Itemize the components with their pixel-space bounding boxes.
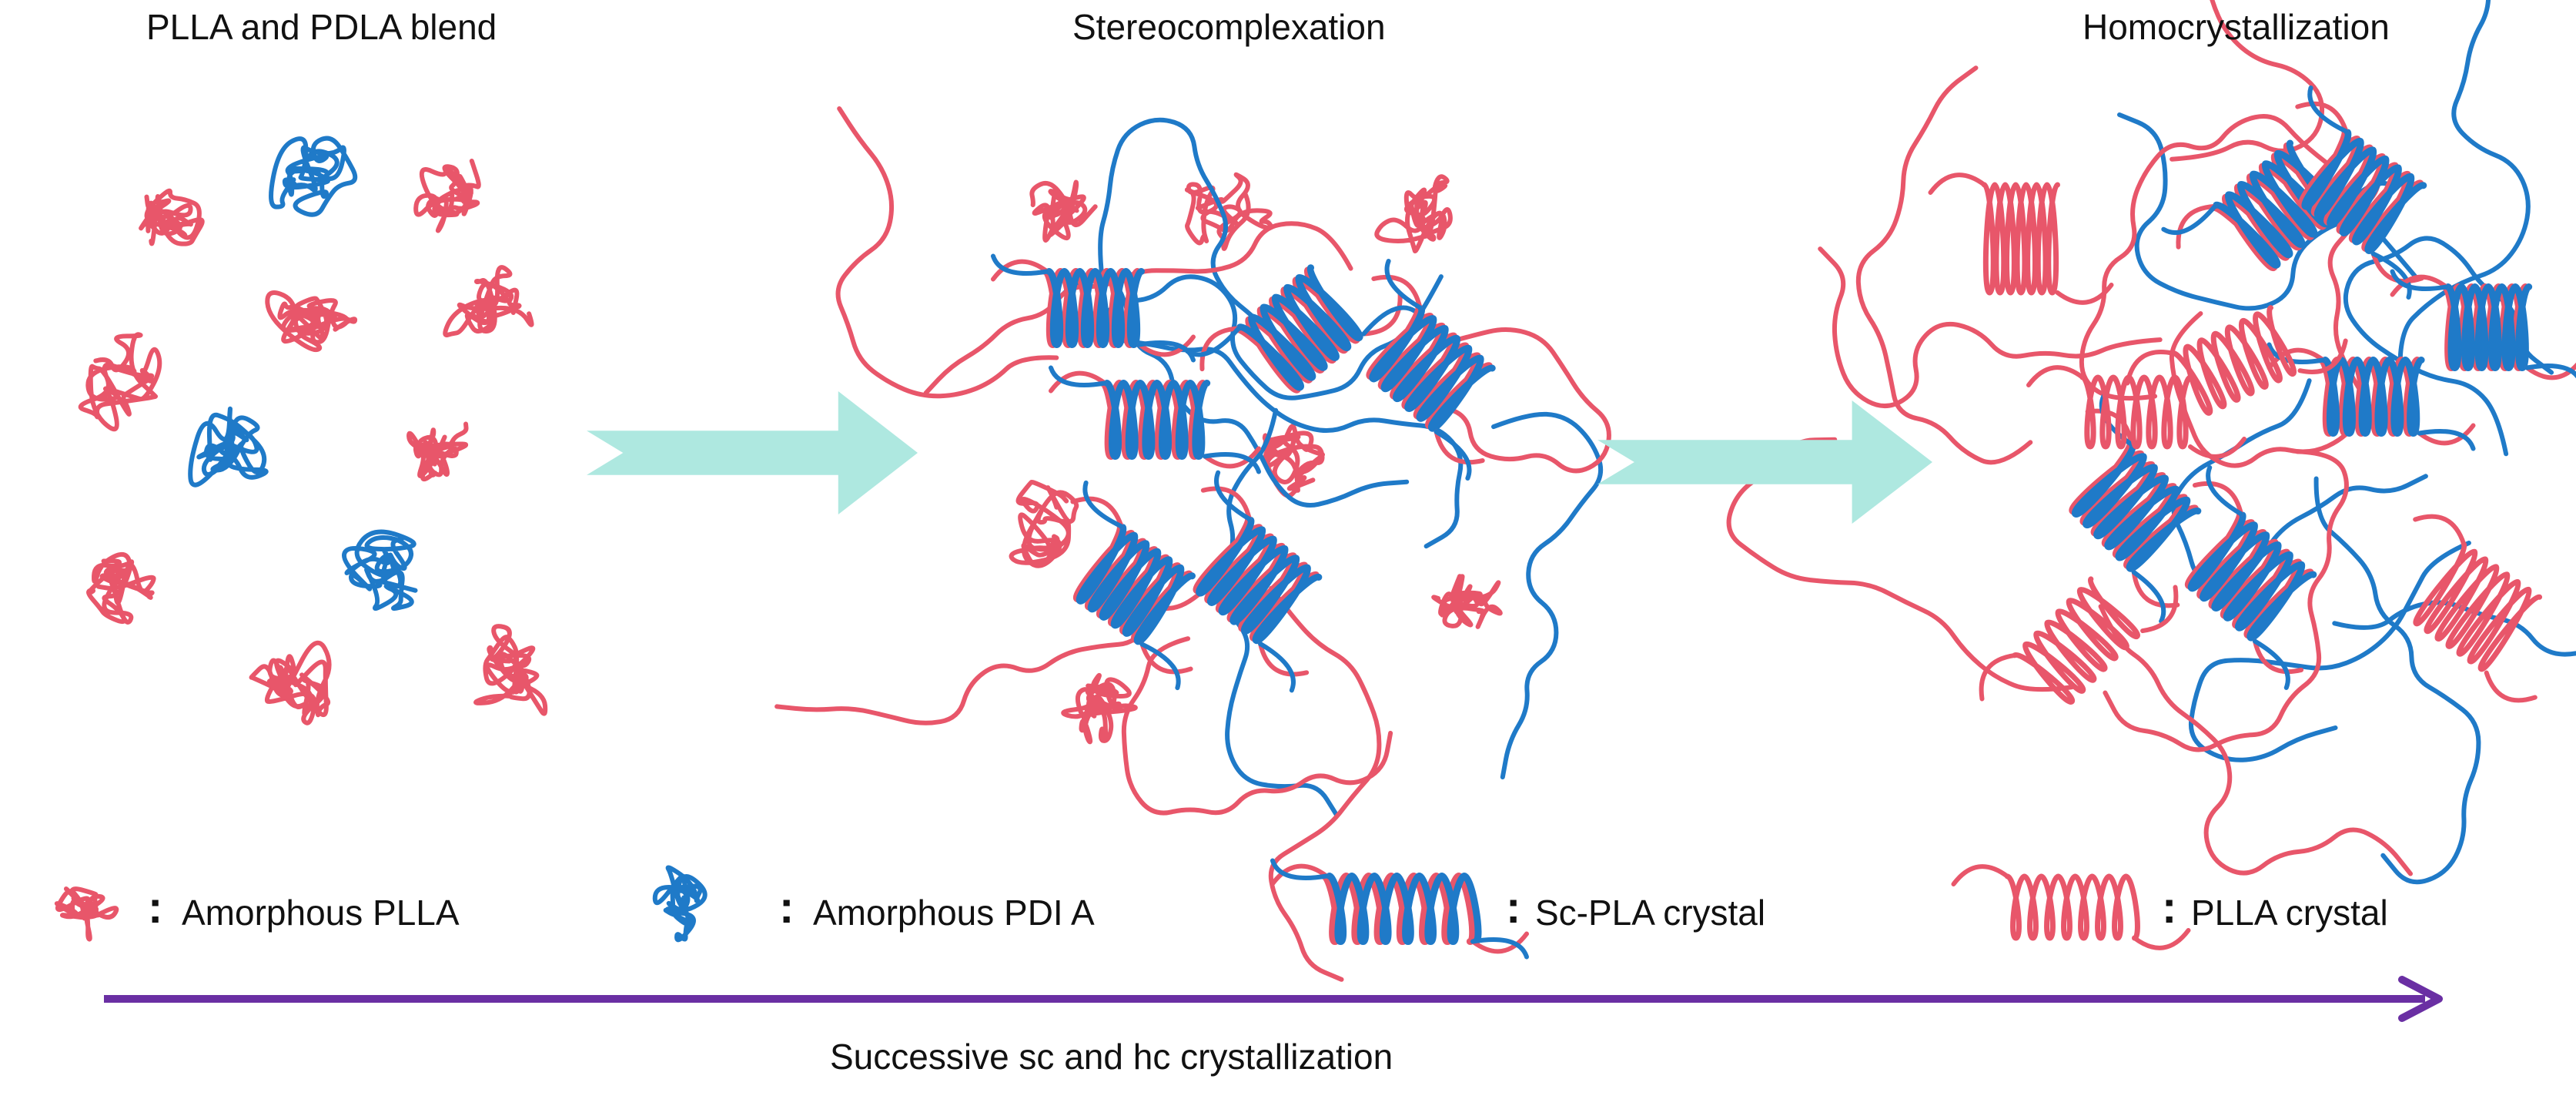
pdla-chain <box>1491 411 1604 779</box>
pdla-chain <box>1098 117 1294 380</box>
amorphous-plla-coil <box>86 551 156 625</box>
amorphous-plla-coil <box>413 159 481 233</box>
panel-stereocomplex-drawing <box>774 106 1611 982</box>
plla-chain <box>1397 327 1611 474</box>
pdla-chain <box>1089 274 1444 400</box>
amorphous-pdla-coil <box>341 529 418 611</box>
plla-chain <box>1268 585 1382 982</box>
sc-pla-crystal <box>1185 264 1417 394</box>
amorphous-plla-coil <box>1061 672 1138 745</box>
amorphous-plla-coil-icon <box>54 886 119 942</box>
amorphous-plla-coil <box>1374 174 1453 253</box>
pdla-chain <box>2188 541 2471 762</box>
plla-chain <box>1855 65 2033 465</box>
amorphous-plla-coil <box>473 624 548 716</box>
plla-crystal <box>2125 305 2348 416</box>
pdla-chain <box>2313 476 2481 885</box>
amorphous-plla-coil <box>1184 172 1273 251</box>
pdla-chain <box>2397 0 2531 375</box>
legend-colon: : <box>1506 883 1521 933</box>
stage-arrow-2 <box>1597 400 1932 524</box>
plla-crystal <box>1928 173 2114 305</box>
pdla-chain <box>1221 407 1340 818</box>
amorphous-plla-coil <box>406 421 469 482</box>
amorphous-plla-coil <box>1009 479 1079 568</box>
plla-chain <box>1818 246 2163 409</box>
amorphous-plla-coil <box>1029 179 1098 243</box>
panel-title-homocrystallization: Homocrystallization <box>2083 7 2390 47</box>
amorphous-pdla-coil <box>188 406 269 488</box>
amorphous-plla-coil <box>1431 574 1503 629</box>
plla-crystal <box>1979 576 2179 705</box>
legend-icons <box>54 858 2191 960</box>
amorphous-plla-coil <box>1262 424 1325 498</box>
legend-colon: : <box>779 883 795 933</box>
sc-pla-crystal <box>1070 480 1196 691</box>
amorphous-plla-coil <box>78 332 162 432</box>
amorphous-pdla-coil <box>269 136 358 217</box>
amorphous-plla-coil <box>443 265 534 338</box>
legend-label-sc-pla-crystal: Sc-PLA crystal <box>1535 893 1766 933</box>
sc-pla-crystal <box>991 253 1196 363</box>
legend-label-amorphous-pdla: Amorphous PDI A <box>813 893 1095 933</box>
plla-crystal <box>2026 365 2246 459</box>
amorphous-pdla-coil-icon <box>652 865 708 943</box>
sc-pla-crystal <box>1049 365 1261 474</box>
legend-label-plla-crystal: PLLA crystal <box>2191 893 2388 933</box>
legend-colon: : <box>2162 883 2177 933</box>
sc-pla-crystal <box>2295 85 2427 300</box>
amorphous-plla-coil <box>265 290 358 353</box>
plla-chain <box>835 106 1059 399</box>
sc-pla-crystal-icon <box>1270 858 1529 960</box>
sc-pla-crystal <box>2390 269 2576 380</box>
panel-blend-drawing <box>78 136 548 725</box>
panel-title-stereocomplexation: Stereocomplexation <box>1072 7 1386 47</box>
sc-pla-crystal <box>2185 465 2317 690</box>
legend-label-amorphous-plla: Amorphous PLLA <box>182 893 460 933</box>
panel-homocrystal-drawing <box>1726 0 2576 885</box>
legend-colon: : <box>148 883 163 933</box>
plla-chain <box>2103 449 2349 752</box>
amorphous-plla-coil <box>139 188 205 246</box>
plla-crystal-icon <box>1951 864 2191 950</box>
plla-chain <box>2079 114 2336 401</box>
plla-chain <box>1121 636 1393 816</box>
pdla-chain <box>1107 337 1464 549</box>
sc-pla-crystal <box>2267 342 2476 451</box>
amorphous-plla-coil <box>249 640 332 725</box>
process-arrow <box>104 976 2443 1022</box>
panel-title-blend: PLLA and PDLA blend <box>146 7 497 47</box>
process-arrow-head <box>2398 976 2443 1022</box>
process-label: Successive sc and hc crystallization <box>830 1037 1393 1077</box>
plla-chain <box>2098 604 2413 876</box>
stage-arrow-1 <box>587 391 918 514</box>
stage-arrows <box>587 391 1932 524</box>
sc-pla-crystal <box>1366 258 1496 481</box>
plla-chain <box>2170 0 2324 162</box>
plla-crystal <box>2413 514 2543 703</box>
sc-pla-crystal <box>1193 470 1323 693</box>
